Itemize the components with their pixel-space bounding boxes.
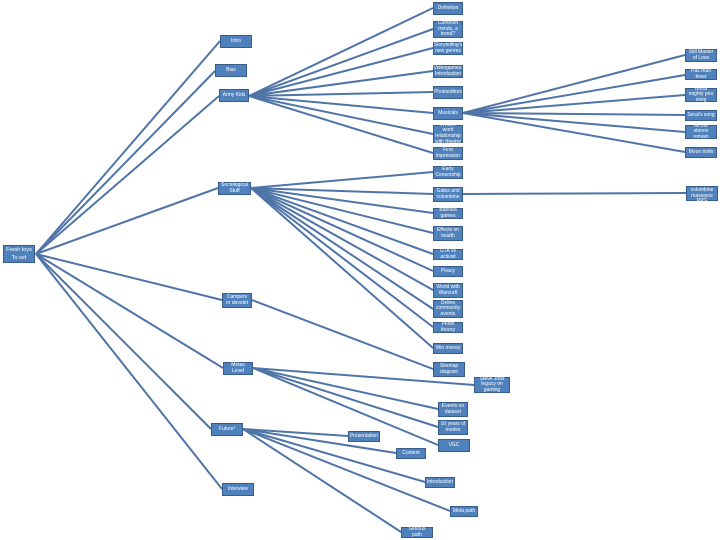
connector-line xyxy=(242,428,451,512)
connector-line xyxy=(248,70,434,97)
connector-line xyxy=(252,367,439,428)
node-perlin-theory[interactable]: Perlin theory xyxy=(433,321,463,333)
node-steve-jobs[interactable]: Steve Jobs legacy on gaming xyxy=(474,376,510,393)
connector-line xyxy=(250,187,434,291)
connector-line xyxy=(242,428,402,533)
connector-line xyxy=(250,187,434,214)
node-army-kids[interactable]: Army Kids xyxy=(219,89,249,102)
node-effects-health[interactable]: Effects on health xyxy=(433,226,463,241)
node-metas-level[interactable]: Metas Level xyxy=(223,362,253,375)
connector-line xyxy=(35,95,220,255)
connector-line xyxy=(250,187,434,328)
node-interview[interactable]: Interview xyxy=(222,483,254,496)
root-node[interactable]: Fresh toys To set xyxy=(3,245,35,263)
node-meta-path[interactable]: Meta path xyxy=(450,506,478,517)
node-photoeditors[interactable]: Photoeditors xyxy=(433,86,463,99)
node-sociological-stuff[interactable]: Sociological Stuff xyxy=(218,182,251,195)
node-moon-trollo[interactable]: Moon trollo xyxy=(685,147,717,158)
node-definition[interactable]: Definition xyxy=(433,2,463,15)
connector-line xyxy=(248,28,434,97)
node-all-the-stones[interactable]: All the stones remain xyxy=(685,123,717,140)
node-campers[interactable]: Campers or devolet xyxy=(222,293,252,308)
connector-line xyxy=(35,40,221,255)
connector-line xyxy=(248,95,434,135)
connector-line xyxy=(250,187,434,234)
node-banned-games[interactable]: Banned games xyxy=(433,207,463,219)
node-pac-man-fever[interactable]: Pac-man fever xyxy=(685,68,717,80)
node-introduction[interactable]: Introduction xyxy=(425,477,455,488)
connector-line xyxy=(35,70,216,255)
connector-line xyxy=(35,187,219,255)
node-intro[interactable]: Intro xyxy=(220,35,252,48)
node-world-of-warcraft[interactable]: World with Warcraft xyxy=(433,283,463,298)
connector-line xyxy=(462,112,686,153)
node-sitemap[interactable]: Sitemap diagram xyxy=(433,362,465,377)
node-early-censorship[interactable]: Early Censorship xyxy=(433,166,463,179)
node-ten-years[interactable]: 10 years of modes xyxy=(438,420,468,435)
connector-line xyxy=(248,95,434,154)
connector-line xyxy=(248,47,434,97)
node-future[interactable]: Future! xyxy=(211,423,243,436)
connector-line xyxy=(251,299,434,370)
node-great-mighty[interactable]: Great mighty poo song xyxy=(685,86,717,103)
node-presentation[interactable]: Presentation xyxy=(348,431,380,442)
connector-line xyxy=(35,253,212,430)
node-serious-path[interactable]: Serious path xyxy=(401,526,433,538)
connector-line xyxy=(252,367,439,410)
connector-line xyxy=(35,253,224,369)
node-storytelling[interactable]: Storytelling's new genres xyxy=(433,41,463,55)
node-vgc[interactable]: VGC xyxy=(438,439,470,452)
connector-line xyxy=(35,253,223,490)
node-musicals[interactable]: Musicals xyxy=(433,107,463,120)
connector-line xyxy=(462,112,686,116)
node-bias[interactable]: Bias xyxy=(215,64,247,77)
connector-line xyxy=(242,428,397,454)
connector-line xyxy=(250,187,434,349)
connector-line xyxy=(462,54,686,114)
node-online-community[interactable]: Online community events xyxy=(433,300,463,318)
node-first-impression[interactable]: First impression xyxy=(433,147,463,160)
connector-line xyxy=(252,367,439,446)
connector-line xyxy=(250,187,434,310)
connector-line xyxy=(462,192,687,195)
connector-line xyxy=(242,428,426,483)
node-win-money[interactable]: Win money xyxy=(433,343,463,354)
node-events-on-dataset[interactable]: Events on dataset xyxy=(438,402,468,417)
node-common-trends[interactable]: Common trends, a trend? xyxy=(433,20,463,38)
node-content[interactable]: Content xyxy=(396,448,426,459)
node-gates-columbine[interactable]: Gates and columbine xyxy=(433,187,463,202)
connector-line xyxy=(35,253,223,301)
connector-line xyxy=(248,95,434,114)
connector-line xyxy=(250,187,434,272)
node-still-master[interactable]: Still Master of Love xyxy=(685,49,717,62)
node-gta-activist[interactable]: GTA vs activist xyxy=(433,248,463,260)
connector-line xyxy=(462,74,686,114)
connector-line xyxy=(252,367,475,386)
connector-line xyxy=(462,112,686,133)
connector-line xyxy=(242,428,349,437)
node-videogames-intro[interactable]: Videogames: Introduction xyxy=(433,64,463,78)
node-serai-song[interactable]: Serai's song xyxy=(685,110,717,121)
connector-line xyxy=(250,171,434,189)
connector-line xyxy=(248,7,434,97)
connector-line xyxy=(248,91,434,97)
connector-line xyxy=(250,187,434,255)
node-piracy[interactable]: Piracy xyxy=(433,266,463,277)
node-written-words[interactable]: Written word relationship with theatre xyxy=(433,122,463,144)
connector-line xyxy=(250,187,434,195)
connector-line xyxy=(462,94,686,114)
node-super-columbine[interactable]: Super columbine massacre RPG xyxy=(686,182,718,204)
